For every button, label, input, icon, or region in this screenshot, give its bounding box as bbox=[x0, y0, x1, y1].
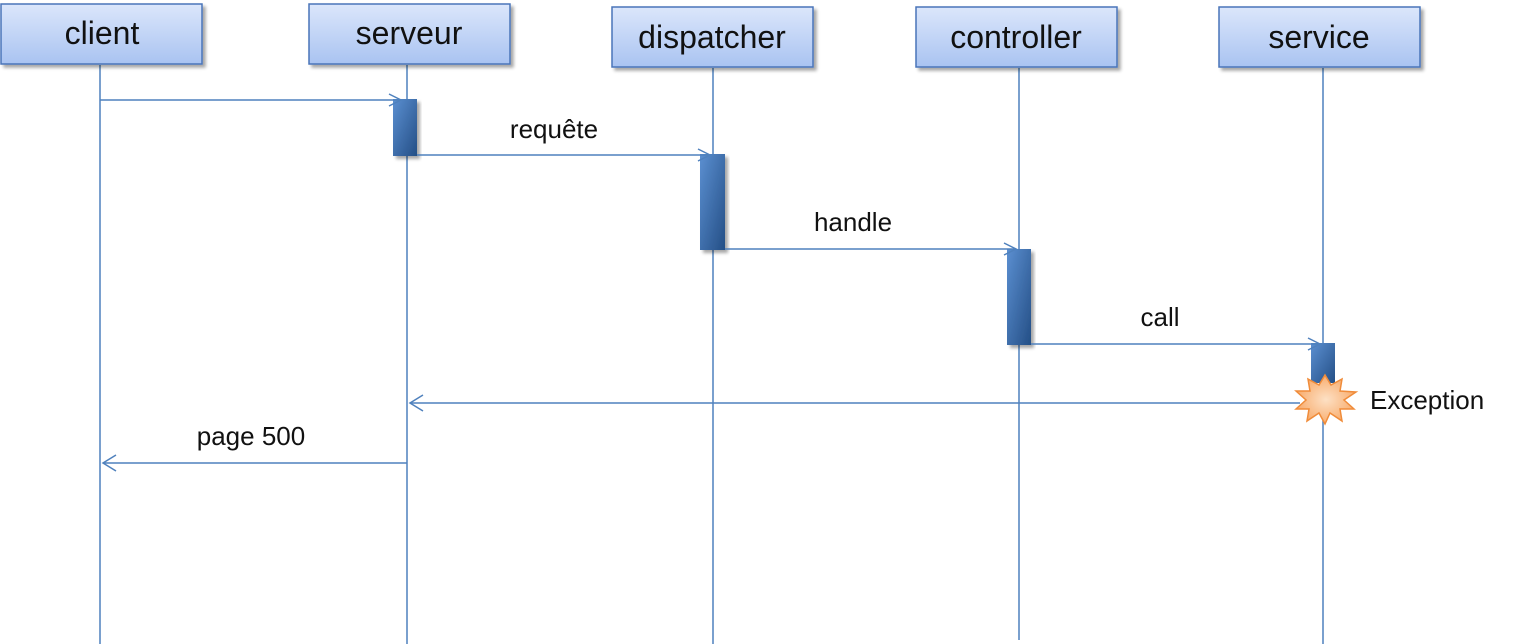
message-call bbox=[1031, 337, 1322, 351]
activation-controller bbox=[1007, 249, 1031, 345]
message-client-serveur bbox=[100, 93, 403, 107]
explosion-icon bbox=[1294, 373, 1359, 426]
message-handle bbox=[725, 242, 1018, 256]
activation-service bbox=[1311, 343, 1335, 383]
message-label-requete: requête bbox=[510, 114, 598, 144]
actor-label-service: service bbox=[1268, 19, 1369, 55]
actor-label-controller: controller bbox=[950, 19, 1082, 55]
message-page-500 bbox=[101, 454, 407, 472]
exception-marker: Exception bbox=[1294, 373, 1484, 426]
lifelines bbox=[99, 65, 1324, 644]
message-requete bbox=[417, 148, 712, 162]
exception-label: Exception bbox=[1370, 385, 1484, 415]
message-exception-return bbox=[408, 394, 1300, 412]
actor-label-dispatcher: dispatcher bbox=[638, 19, 786, 55]
message-labels: requête handle call page 500 bbox=[197, 114, 1180, 451]
actor-label-client: client bbox=[65, 15, 140, 51]
actor-label-serveur: serveur bbox=[356, 15, 463, 51]
activation-dispatcher bbox=[700, 154, 725, 250]
actor-dispatcher: dispatcher bbox=[611, 6, 814, 68]
activation-serveur bbox=[393, 99, 417, 156]
activation-bars bbox=[393, 99, 1335, 383]
actor-serveur: serveur bbox=[308, 3, 511, 65]
message-label-call: call bbox=[1140, 302, 1179, 332]
actor-client: client bbox=[0, 3, 203, 65]
message-label-page-500: page 500 bbox=[197, 421, 305, 451]
actor-controller: controller bbox=[915, 6, 1118, 68]
actor-service: service bbox=[1218, 6, 1421, 68]
actor-boxes: client serveur dispatcher controller ser… bbox=[0, 3, 1421, 68]
message-label-handle: handle bbox=[814, 207, 892, 237]
messages bbox=[100, 93, 1322, 472]
